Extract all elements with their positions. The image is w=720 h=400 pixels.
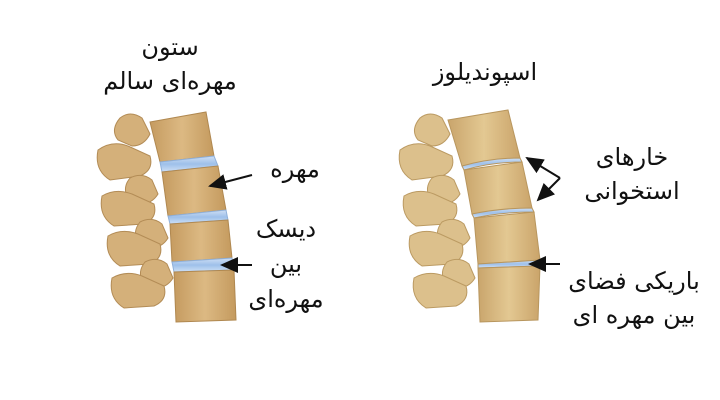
disc-label-line3: مهره‌ای <box>248 285 324 313</box>
arrow-spur-lower <box>536 177 561 202</box>
bone-spurs-label: خارهای استخوانی <box>562 140 702 208</box>
vertebra-label: مهره <box>270 155 320 183</box>
bone-spurs-line2: استخوانی <box>584 177 680 205</box>
narrowing-line2: بین مهره ای <box>572 301 696 329</box>
bone-spurs-line1: خارهای <box>595 143 669 171</box>
spondylosis-title: اسپوندیلوز <box>432 58 538 86</box>
disc-label-line2: بین <box>269 250 303 278</box>
arrow-spur-upper <box>525 156 561 179</box>
narrowing-label: باریکی فضای بین مهره ای <box>548 264 720 332</box>
healthy-spine <box>96 111 237 323</box>
healthy-title-line2: مهره‌ای سالم <box>103 67 237 95</box>
narrowing-line1: باریکی فضای <box>568 267 700 295</box>
healthy-title-line1: ستون <box>141 33 199 61</box>
disc-label-line1: دیسک <box>255 215 317 243</box>
arrow-vertebra <box>208 174 253 190</box>
disc-label: دیسک بین مهره‌ای <box>236 212 336 317</box>
healthy-spine-title: ستون مهره‌ای سالم <box>80 30 260 98</box>
spondylosis-spine <box>398 109 541 323</box>
